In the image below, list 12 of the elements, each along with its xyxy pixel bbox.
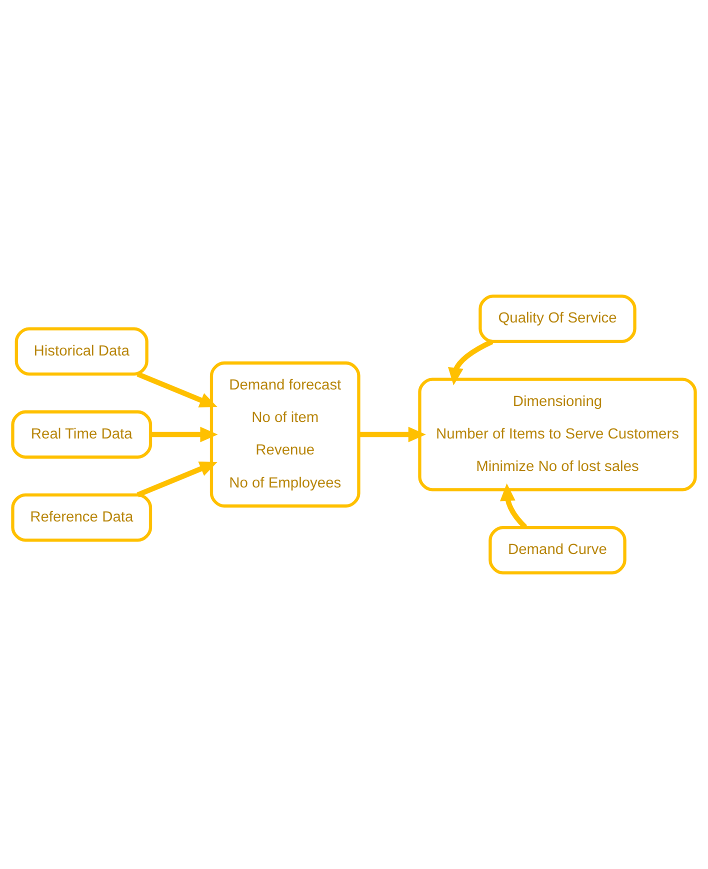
node-box: Real Time Data — [11, 410, 152, 459]
arrow — [136, 462, 218, 498]
node-box: Historical Data — [14, 327, 148, 376]
node-box: Dimensioning Number of Items to Serve Customers Minimize No of lost sales — [418, 378, 697, 492]
arrow — [136, 372, 218, 408]
arrow — [150, 426, 218, 442]
arrow — [448, 339, 494, 386]
node-box: Demand Curve — [488, 526, 626, 574]
node-box: Quality Of Service — [478, 294, 636, 343]
node-box: Demand forecast No of item Revenue No of Employees — [210, 361, 360, 508]
node-box: Reference Data — [11, 493, 152, 542]
arrow — [358, 426, 426, 442]
